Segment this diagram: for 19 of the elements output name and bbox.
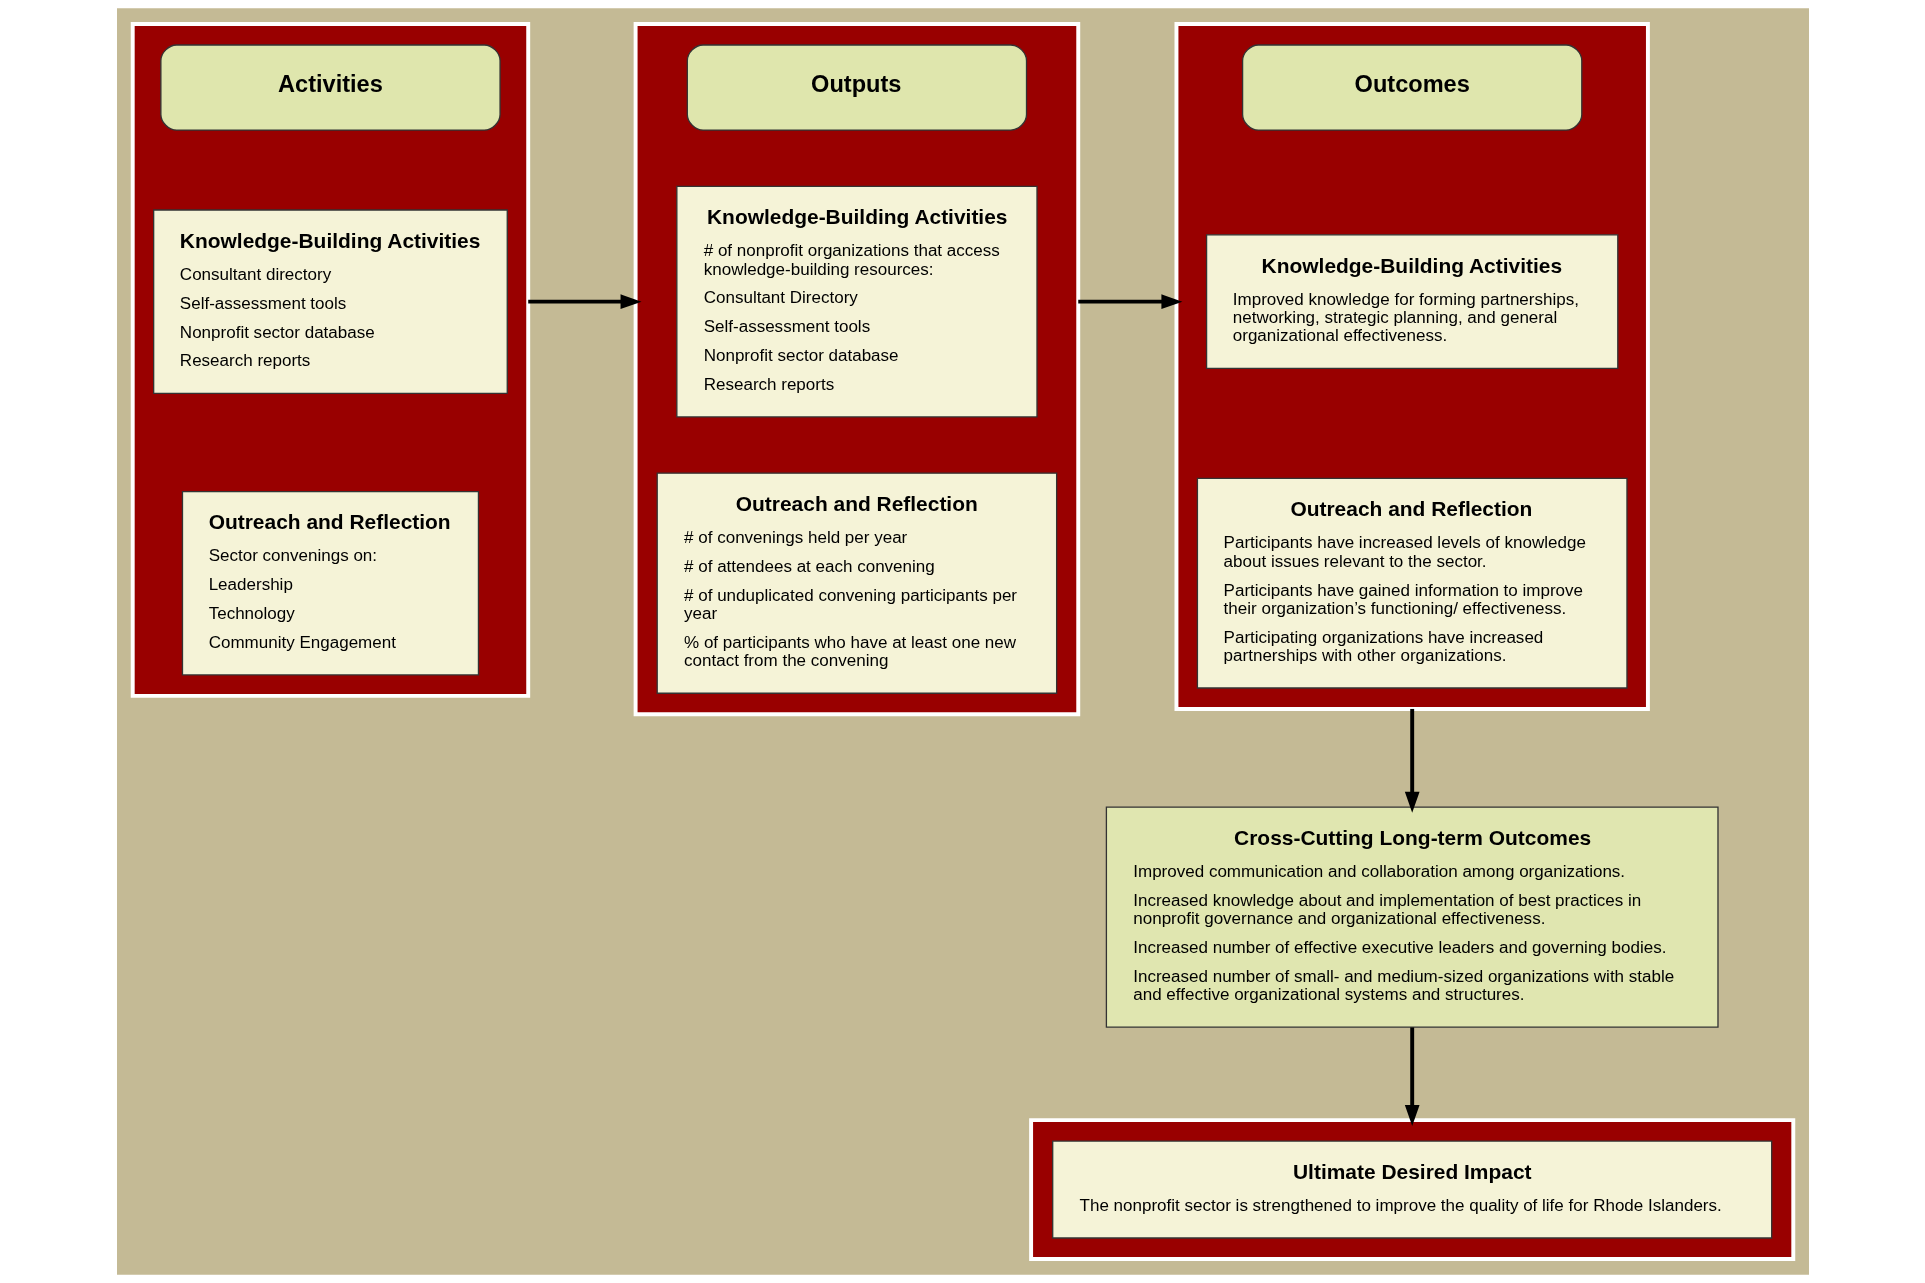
arrow [1404,708,1420,813]
node-box: Cross-Cutting Long-term Outcomes Improved communication and collaboration among organizations. Increased knowledge about and implementation of best practices in nonprofit governance and organizational effectiveness. Increased number of effective executive leaders and governing bodies. Increased number of small- and medium-sized organizations with stable and effective organizational systems and structures. [1105,806,1719,1028]
node-box: Outreach and Reflection # of convenings held per year # of attendees at each convening # of unduplicated convening participants per year % of participants who have at least one new contact from the convening [656,472,1057,694]
node-box: Knowledge-Building Activities Improved knowledge for forming partnerships, networking, strategic planning, and general organizational effectiveness. [1205,234,1618,370]
node-box: Outreach and Reflection Sector convenings on: Leadership Technology Community Engagement [181,490,479,676]
node-box: Knowledge-Building Activities # of nonprofit organizations that access knowledge-building resources: Consultant Directory Self-assessment tools Nonprofit sector database Research reports [675,185,1038,418]
cluster [1028,1118,1795,1261]
arrow [1404,1027,1420,1127]
node-box: Activities [159,44,501,131]
cluster [130,22,530,698]
arrow [1077,294,1182,309]
node-box: Outputs [686,44,1027,131]
cluster [633,22,1080,717]
node-box: Outreach and Reflection Participants have increased levels of knowledge about issues relevant to the sector. Participants have gained information to improve their organization’s functioning/ effectiveness. Participating organizations have increased partnerships with other organizations. [1196,477,1628,689]
node-box: Knowledge-Building Activities Consultant directory Self-assessment tools Nonprofit sector database Research reports [152,209,508,394]
node-box: Outcomes [1241,44,1582,131]
cluster [1174,22,1650,711]
node-box: Ultimate Desired Impact The nonprofit sector is strengthened to improve the quality of life for Rhode Islanders. [1051,1140,1772,1239]
arrow [527,294,642,309]
